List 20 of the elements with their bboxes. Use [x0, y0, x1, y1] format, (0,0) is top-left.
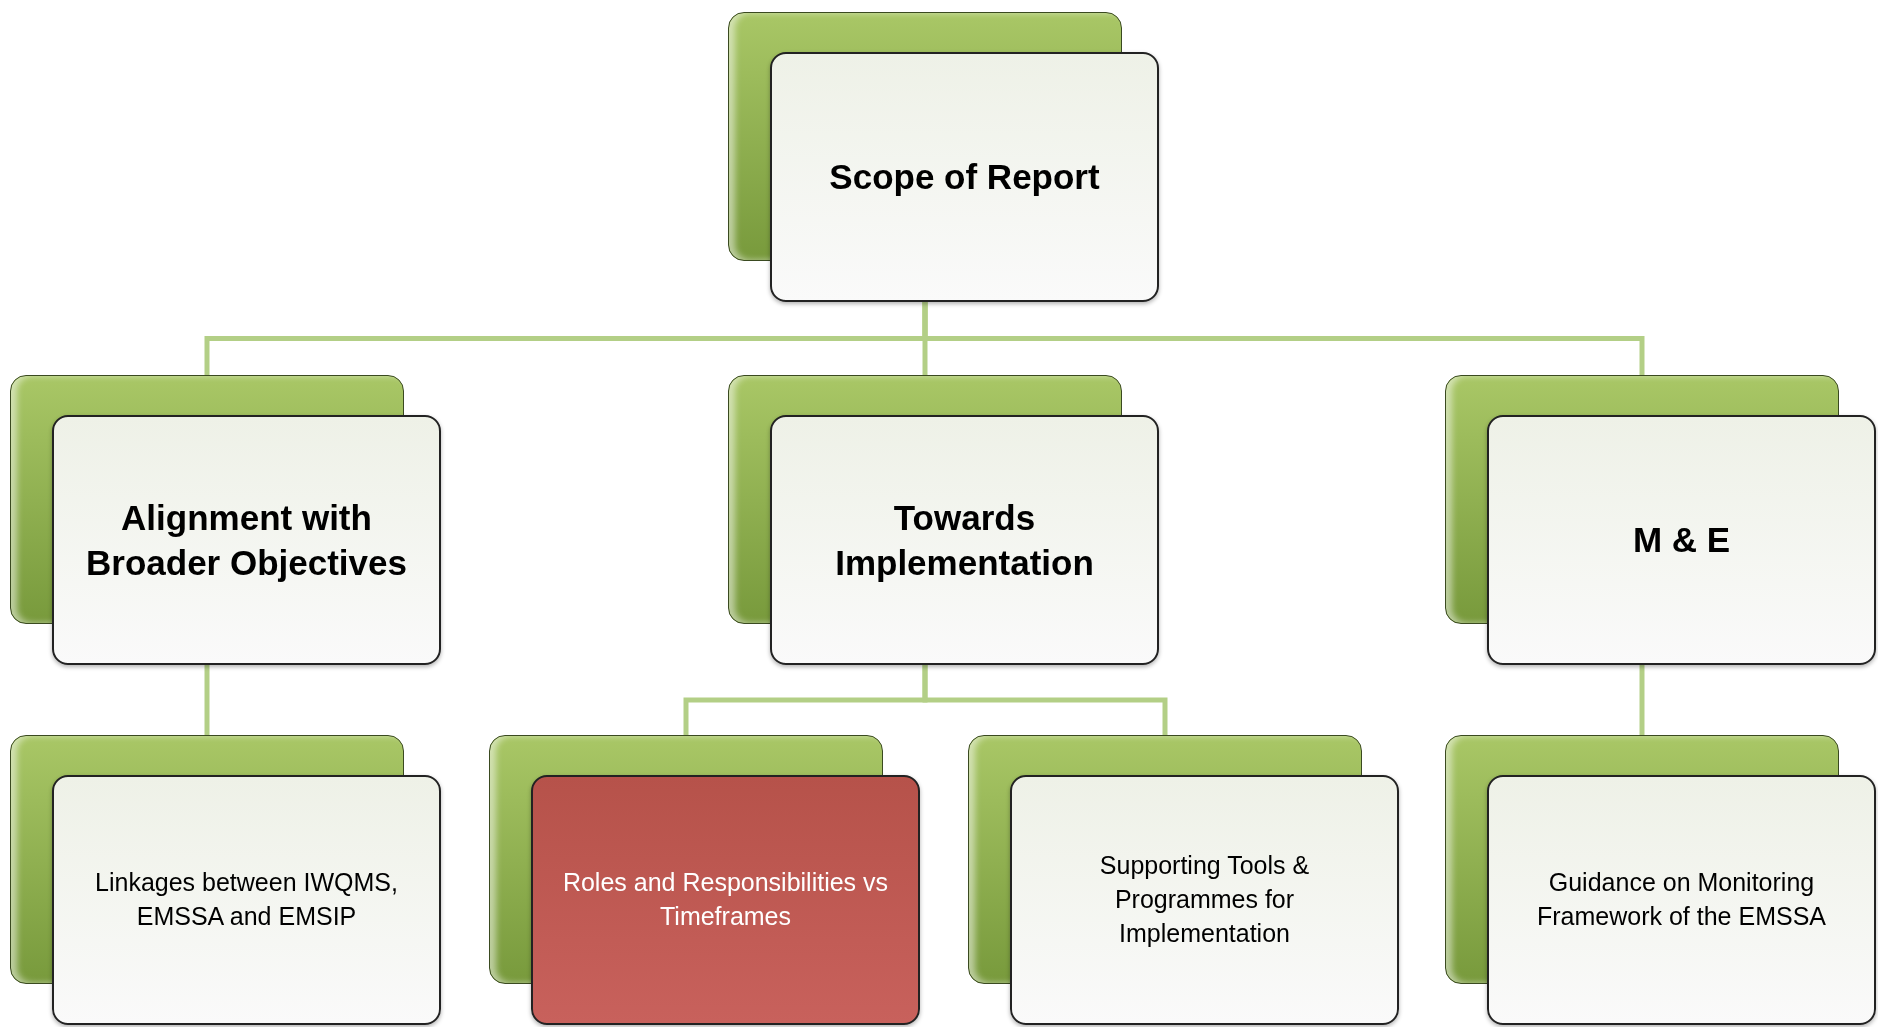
node-label: Towards Implementation	[834, 496, 1095, 584]
connector-line	[922, 302, 1645, 375]
stacked-card	[489, 735, 920, 1025]
node-label: Linkages between IWQMS, EMSSA and EMSIP	[94, 867, 399, 932]
stacked-card	[1445, 735, 1876, 1025]
node-label: M & E	[1632, 519, 1731, 562]
connector-line	[922, 665, 1168, 735]
stacked-card	[10, 375, 441, 665]
node-label: Guidance on Monitoring Framework of the EMSSA	[1536, 867, 1827, 932]
node-label: Alignment with Broader Objectives	[85, 496, 408, 584]
stacked-card	[728, 375, 1159, 665]
stacked-card	[1445, 375, 1876, 665]
stacked-card	[968, 735, 1399, 1025]
node-label: Supporting Tools & Programmes for Implementation	[1098, 850, 1311, 949]
stacked-card	[728, 12, 1159, 302]
node-label: Roles and Responsibilities vs Timeframes	[561, 867, 890, 932]
stacked-card	[10, 735, 441, 1025]
connector-line	[1639, 665, 1645, 735]
node-label: Scope of Report	[829, 156, 1100, 199]
connector-line	[204, 665, 210, 735]
